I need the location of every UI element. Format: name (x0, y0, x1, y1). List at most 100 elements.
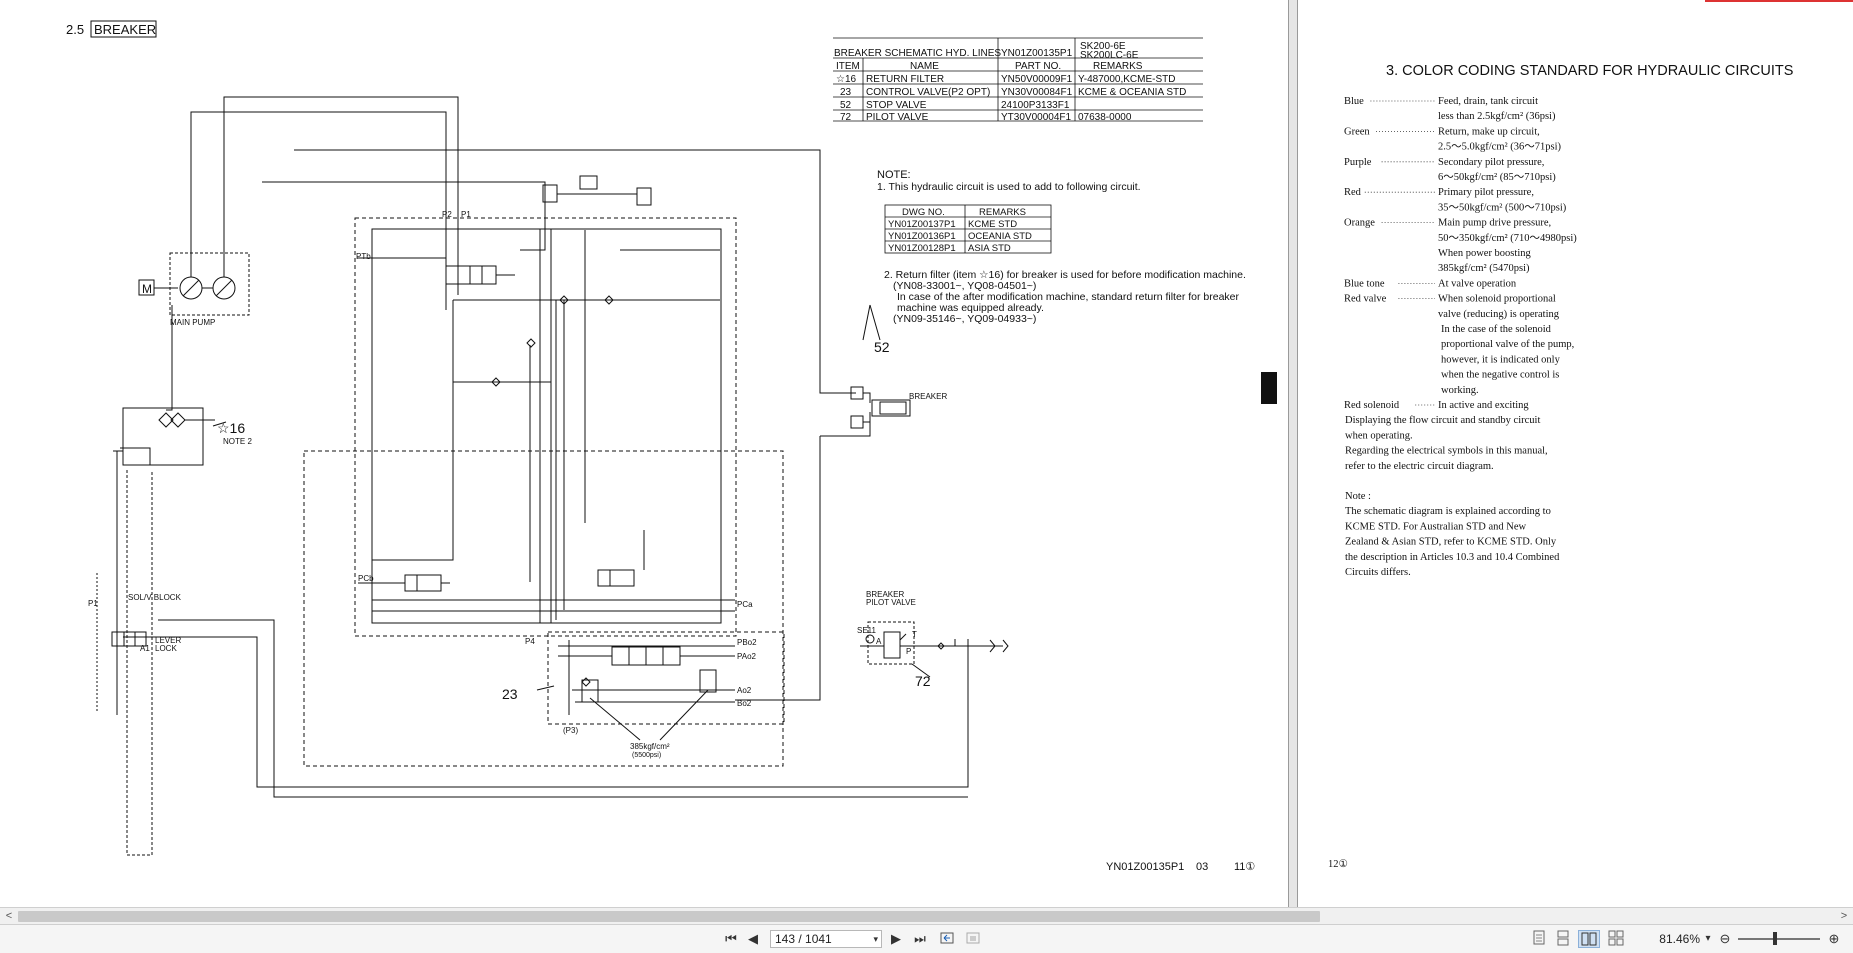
color-description: 2.5～5.0kgf/cm² (36～71psi) (1438, 142, 1562, 153)
zoom-out-button[interactable]: ⊖ (1719, 931, 1731, 946)
cell: CONTROL VALVE(P2 OPT) (866, 87, 990, 98)
note-line-1: 1. This hydraulic circuit is used to add… (877, 181, 1141, 193)
two-page-continuous-button[interactable] (1606, 930, 1626, 948)
lever-lock-outline (126, 470, 153, 856)
note-title: NOTE: (877, 169, 911, 181)
zoom-dropdown-icon[interactable]: ▾ (1705, 933, 1711, 944)
breaker-pilot-valve (883, 631, 901, 659)
section-title: BREAKER (94, 22, 156, 37)
scroll-right-icon[interactable]: > (1840, 910, 1848, 922)
color-description: 385kgf/cm² (5470psi) (1438, 263, 1530, 274)
page-11: 2.5 BREAKER SK200-6E SK200LC-6E BREAKER … (66, 20, 1277, 873)
chevron-down-icon[interactable]: ▾ (873, 934, 878, 944)
color-description: At valve operation (1438, 278, 1517, 289)
two-page-view-button[interactable] (1578, 930, 1600, 948)
page-number-right: 12① (1328, 858, 1349, 870)
table-title: BREAKER SCHEMATIC HYD. LINES (834, 48, 1001, 59)
breaker-body (871, 399, 911, 417)
breaker-pilot-label-2: PILOT VALVE (866, 598, 916, 607)
single-page-view-button[interactable] (1530, 930, 1548, 948)
cell: 23 (840, 87, 852, 98)
lever-lock-valve (111, 631, 147, 647)
port-label: P4 (525, 637, 535, 646)
paragraph-line: refer to the electric circuit diagram. (1345, 461, 1494, 472)
last-page-button[interactable]: ⏭ (914, 931, 926, 946)
lever-lock-label-2: LOCK (155, 644, 177, 653)
option-relief (699, 669, 717, 693)
color-description: 50～350kgf/cm² (710～4980psi) (1438, 233, 1577, 244)
page-number-input[interactable]: 143 / 1041 ▾ (770, 930, 882, 948)
col-part: PART NO. (1015, 61, 1061, 72)
cell: STOP VALVE (866, 100, 927, 111)
section-title-box (90, 20, 157, 38)
port-label: P1 (461, 210, 471, 219)
check-valve (526, 338, 536, 348)
cell: KCME STD (968, 219, 1017, 230)
color-description: 6～50kgf/cm² (85～710psi) (1438, 172, 1556, 183)
option-relief-2 (581, 679, 599, 703)
drawing-code: YN01Z00135P1 (1106, 861, 1184, 873)
cell: PILOT VALVE (866, 112, 929, 123)
color-term: Red solenoid (1344, 400, 1400, 411)
note-line: the description in Articles 10.3 and 10.… (1345, 552, 1560, 563)
scroll-thumb[interactable] (18, 911, 1320, 922)
port-label: PCb (358, 574, 374, 583)
go-forward-view-button[interactable] (964, 930, 984, 948)
color-description: proportional valve of the pump, (1441, 339, 1574, 350)
note2-label: NOTE 2 (223, 437, 252, 446)
solv-block-label: SOL/V BLOCK (128, 593, 182, 602)
zoom-level[interactable]: 81.46% (1659, 932, 1700, 946)
item-52-label: 52 (874, 339, 890, 355)
continuous-view-button[interactable] (1554, 930, 1572, 948)
leader-23 (536, 685, 555, 691)
previous-page-button[interactable]: ◀ (748, 931, 758, 946)
leader-16 (212, 421, 227, 427)
cell: RETURN FILTER (866, 74, 944, 85)
relief-label-psi: (5500psi) (632, 752, 661, 759)
note-line-2a: 2. Return filter (item ☆16) for breaker … (884, 269, 1246, 281)
note-line-2e: (YN09-35146~, YQ09-04933~) (893, 313, 1036, 325)
note-line: Circuits differs. (1345, 567, 1411, 578)
port-label: P (906, 647, 911, 656)
port-label: PAo2 (737, 652, 757, 661)
cell: YN01Z00136P1 (888, 231, 956, 242)
continuous-page-icon (1557, 930, 1569, 946)
color-description: When power boosting (1438, 248, 1531, 259)
next-page-button[interactable]: ▶ (891, 931, 901, 946)
horizontal-scrollbar[interactable]: < > (0, 907, 1853, 925)
zoom-slider-handle[interactable] (1773, 932, 1777, 945)
return-filter-box (122, 407, 204, 466)
check-valve (604, 295, 614, 305)
zoom-in-button[interactable]: ⊕ (1828, 931, 1840, 946)
window-accent (1705, 0, 1853, 2)
document-viewer[interactable]: 2.5 BREAKER SK200-6E SK200LC-6E BREAKER … (0, 0, 1853, 907)
port-label: P1 (88, 599, 98, 608)
color-description: In active and exciting (1438, 400, 1529, 411)
first-page-button[interactable]: ⏮ (725, 931, 737, 946)
page-number-left: 11① (1234, 861, 1255, 873)
scroll-left-icon[interactable]: < (5, 910, 13, 922)
return-filter-symbol (158, 412, 174, 428)
color-description: Secondary pilot pressure, (1438, 157, 1544, 168)
cell: KCME & OCEANIA STD (1078, 87, 1186, 98)
cell: 72 (840, 112, 852, 123)
cell: YN30V00084F1 (1001, 87, 1073, 98)
section-number: 2.5 (66, 22, 84, 37)
color-description: Return, make up circuit, (1438, 126, 1540, 137)
pilot-shuttle-3 (636, 187, 652, 206)
cell: ☆16 (836, 74, 857, 85)
line-p1 (223, 96, 459, 295)
page-tab-marker (1261, 372, 1277, 404)
color-description: valve (reducing) is operating (1438, 309, 1560, 320)
parts-table-grid (833, 37, 1203, 122)
pilot-shuttle-2 (579, 175, 598, 190)
zoom-slider[interactable] (1738, 938, 1820, 940)
line-breaker-a (294, 149, 856, 394)
cell: YN01Z00137P1 (888, 219, 956, 230)
dwg-table-grid (884, 204, 1052, 254)
color-term: Green (1344, 126, 1370, 137)
dwg-col-1: DWG NO. (902, 207, 945, 218)
port-label: PTb (356, 252, 371, 261)
go-back-view-button[interactable] (938, 930, 958, 948)
note-line-2d: machine was equipped already. (897, 302, 1044, 314)
